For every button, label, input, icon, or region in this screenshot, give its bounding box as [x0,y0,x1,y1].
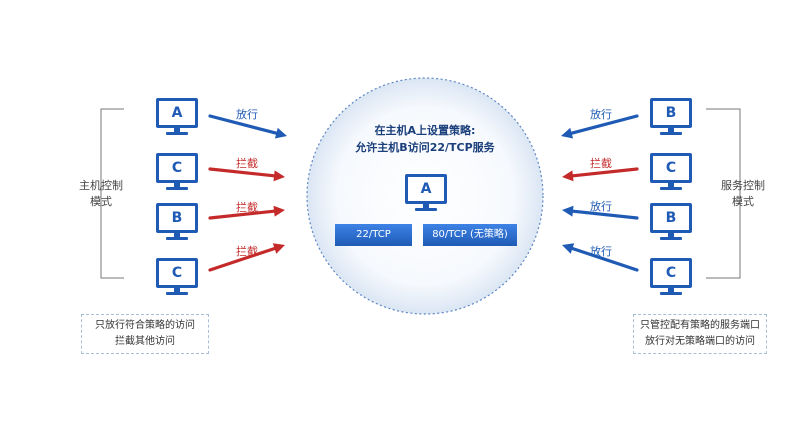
left-host-a-monitor-icon: A [156,98,198,136]
left-mode-bracket [100,108,124,279]
port-80-tcp-no-policy: 80/TCP (无策略) [423,224,517,246]
left-host-c2-label: C [156,258,198,288]
left-arrow-label-3: 拦截 [236,201,258,214]
left-host-c1-label: C [156,153,198,183]
left-host-c1-monitor-icon: C [156,153,198,191]
right-arrow-label-2: 拦截 [590,157,612,170]
left-host-a-label: A [156,98,198,128]
left-arrow-2 [208,167,285,182]
left-arrow-4 [208,243,285,272]
left-mode-label-line2: 模式 [90,195,112,208]
left-arrow-1 [208,114,287,139]
right-mode-label-line1: 服务控制 [721,179,765,192]
left-note-line2: 拦截其他访问 [115,336,175,347]
left-mode-label-line1: 主机控制 [79,179,123,192]
right-host-b2-label: B [650,203,692,233]
right-host-c1-monitor-icon: C [650,153,692,191]
policy-title: 在主机A上设置策略: 允许主机B访问22/TCP服务 [330,122,520,156]
host-a-monitor-icon: A [405,174,447,212]
policy-title-line1: 在主机A上设置策略: [374,124,476,137]
right-arrow-3 [562,205,639,220]
left-host-b-label: B [156,203,198,233]
right-note-line1: 只管控配有策略的服务端口 [640,320,760,331]
right-host-b1-label: B [650,98,692,128]
port-22-tcp: 22/TCP [335,224,412,246]
right-mode-label: 服务控制 模式 [708,178,778,210]
right-host-c1-label: C [650,153,692,183]
right-note-line2: 放行对无策略端口的访问 [645,336,755,347]
right-mode-note: 只管控配有策略的服务端口 放行对无策略端口的访问 [633,314,767,354]
right-arrow-2 [562,167,639,182]
left-arrow-label-4: 拦截 [236,245,258,258]
left-note-line1: 只放行符合策略的访问 [95,320,195,331]
right-host-c2-monitor-icon: C [650,258,692,296]
left-host-c2-monitor-icon: C [156,258,198,296]
right-mode-bracket [706,108,741,279]
left-mode-label: 主机控制 模式 [66,178,136,210]
right-arrow-label-4: 放行 [590,245,612,258]
right-host-c2-label: C [650,258,692,288]
host-a-label: A [405,174,447,204]
right-arrow-label-3: 放行 [590,200,612,213]
right-arrow-1 [561,114,639,139]
left-host-b-monitor-icon: B [156,203,198,241]
right-mode-label-line2: 模式 [732,195,754,208]
right-arrow-label-1: 放行 [590,108,612,121]
left-arrow-3 [208,205,285,220]
right-arrow-4 [562,243,639,272]
left-arrow-label-1: 放行 [236,108,258,121]
left-arrow-label-2: 拦截 [236,157,258,170]
left-mode-note: 只放行符合策略的访问 拦截其他访问 [81,314,209,354]
right-host-b1-monitor-icon: B [650,98,692,136]
policy-title-line2: 允许主机B访问22/TCP服务 [355,141,495,154]
right-host-b2-monitor-icon: B [650,203,692,241]
